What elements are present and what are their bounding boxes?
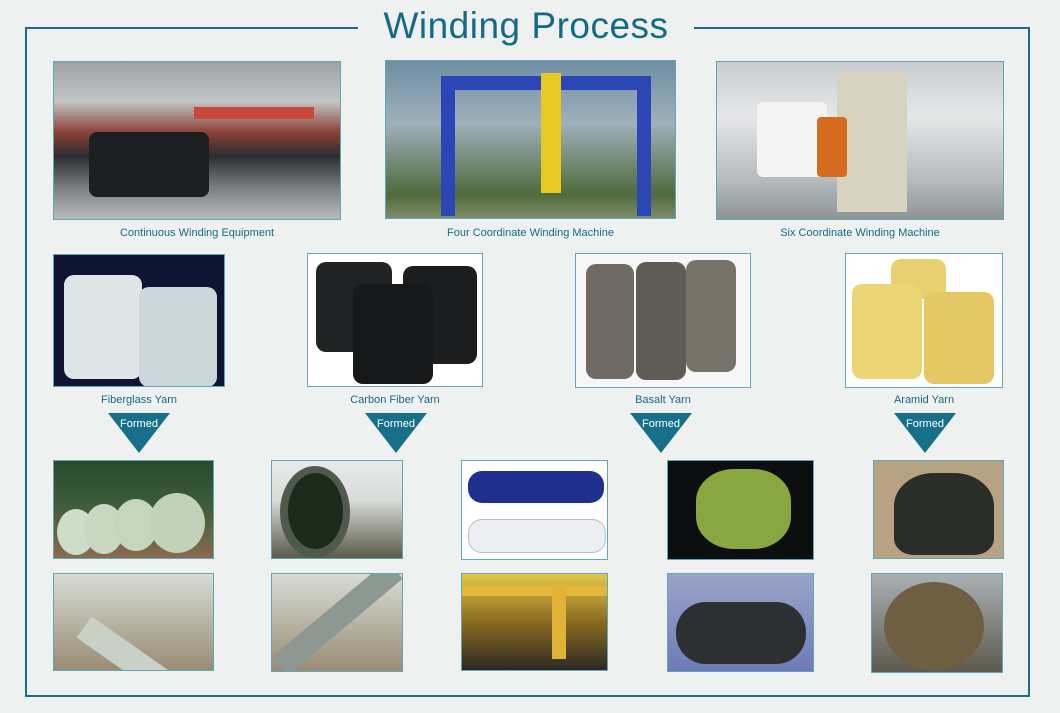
basalt-yarn-image [575,253,751,388]
membrane-pressure-vessels-image [461,460,608,560]
yarn-caption: Aramid Yarn [893,394,955,406]
formed-label: Formed [906,418,944,430]
formed-label: Formed [120,418,158,430]
six-coordinate-winding-machine-image [716,61,1004,220]
large-frp-pipe-image [271,460,403,559]
frp-pipes-stacked-image [53,460,214,559]
carbon-fiber-yarn-image [307,253,483,387]
formed-label: Formed [377,418,415,430]
formed-arrow [108,413,170,453]
yarn-caption: Carbon Fiber Yarn [350,394,440,406]
wound-mandrel-image [667,460,814,560]
composite-dome-vessel-image [873,460,1004,559]
formed-arrow [894,413,956,453]
yellow-frp-piping-image [461,573,608,671]
yarn-caption: Basalt Yarn [635,394,691,406]
title-banner: Winding Process [358,0,694,52]
yarn-caption: Fiberglass Yarn [100,394,178,406]
machine-caption: Continuous Winding Equipment [119,227,275,239]
pipeline-joint-in-trench-image [271,573,403,672]
fiberglass-yarn-image [53,254,225,387]
machine-caption: Six Coordinate Winding Machine [780,227,940,239]
large-wound-vessel-image [871,573,1003,673]
formed-arrow [365,413,427,453]
formed-arrow [630,413,692,453]
machine-caption: Four Coordinate Winding Machine [447,227,614,239]
four-coordinate-winding-machine-image [385,60,676,219]
aramid-yarn-image [845,253,1003,388]
carbon-pressure-tank-image [667,573,814,672]
buried-pipeline-image [53,573,214,671]
formed-label: Formed [642,418,680,430]
continuous-winding-equipment-image [53,61,341,220]
page-title: Winding Process [383,5,669,46]
